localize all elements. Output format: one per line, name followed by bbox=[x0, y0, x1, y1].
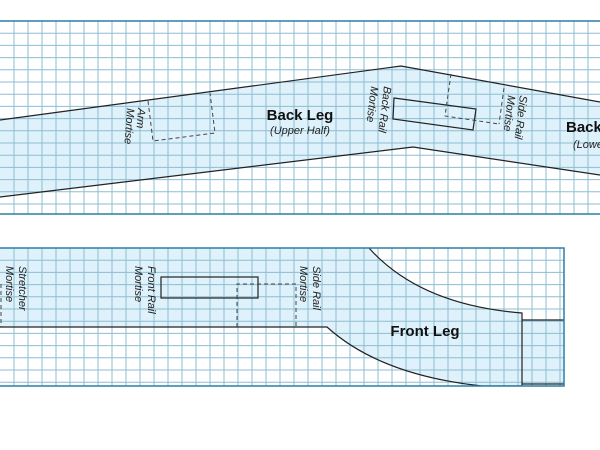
back-leg-lower-title: Back Leg bbox=[566, 119, 600, 136]
back-leg-subtitle: (Upper Half) bbox=[270, 125, 330, 137]
side-rail-mortise-label-1: Side Rail bbox=[512, 95, 529, 141]
back-leg-lower-edge bbox=[0, 146, 600, 198]
grid-bottom bbox=[0, 248, 564, 386]
side-rail-mortise-outline-back bbox=[444, 73, 500, 125]
side-rail-mortise-label-1: Side Rail bbox=[310, 266, 322, 311]
back-leg-shape bbox=[0, 66, 600, 197]
back-leg-title: Back Leg bbox=[267, 107, 334, 124]
front-leg-lower-curve bbox=[0, 326, 522, 386]
back-rail-mortise-outline bbox=[392, 97, 477, 131]
side-rail-mortise-label-2: Mortise bbox=[501, 95, 517, 132]
back-rail-mortise-label-2: Mortise bbox=[364, 86, 380, 123]
arm-mortise-outline bbox=[147, 92, 216, 142]
front-rail-mortise-outline bbox=[160, 276, 259, 299]
front-leg-panel: Front Leg Stretcher Mortise Front Rail M… bbox=[0, 248, 564, 386]
back-rail-mortise-label-1: Back Rail bbox=[375, 86, 393, 134]
front-leg-shape bbox=[0, 248, 564, 386]
front-rail-mortise-label-2: Mortise bbox=[132, 266, 144, 302]
front-leg-panel-border bbox=[0, 247, 565, 387]
back-leg-panel-border bbox=[0, 20, 600, 215]
side-rail-mortise-edge-back bbox=[498, 87, 505, 125]
front-leg-title: Front Leg bbox=[390, 323, 459, 340]
front-leg-upper-curve bbox=[368, 248, 523, 386]
side-rail-mortise-outline-front bbox=[236, 283, 297, 327]
stretcher-mortise-label-2: Mortise bbox=[3, 266, 15, 302]
arm-mortise-label-1: Arm bbox=[134, 107, 147, 129]
stretcher-mortise-label-1: Stretcher bbox=[16, 266, 28, 312]
back-leg-panel: Back Leg (Upper Half) Back Leg (Lower Ha… bbox=[0, 21, 600, 214]
back-leg-lower-subtitle: (Lower Half) bbox=[573, 139, 600, 151]
side-rail-mortise-label-2: Mortise bbox=[297, 266, 309, 302]
back-leg-upper-edge bbox=[0, 65, 600, 121]
front-rail-mortise-label-1: Front Rail bbox=[145, 266, 157, 314]
grid-top bbox=[0, 21, 600, 214]
arm-mortise-label-2: Mortise bbox=[121, 108, 135, 145]
